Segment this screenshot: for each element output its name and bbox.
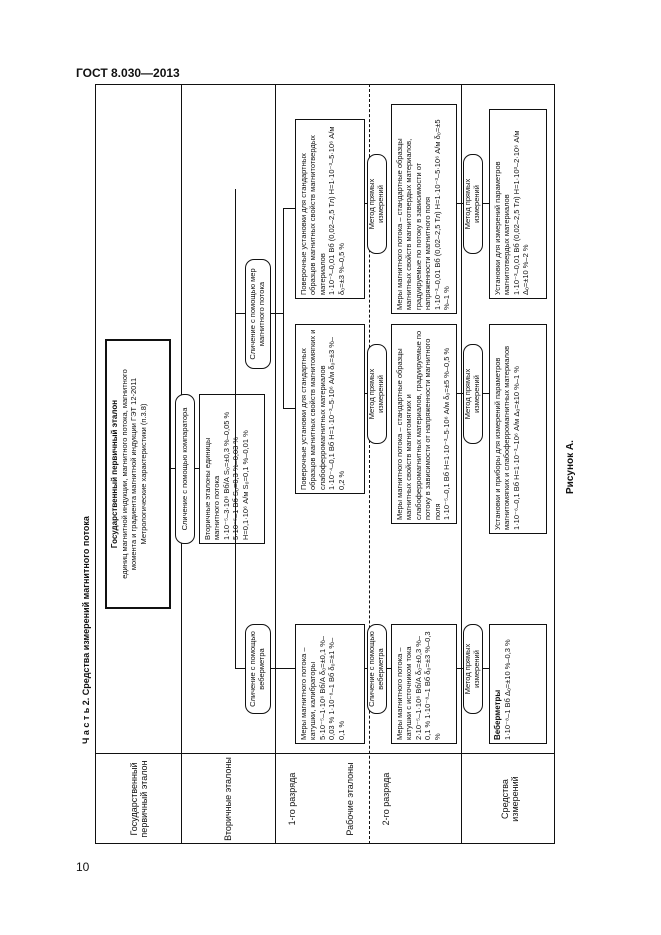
instrument-text: Установки для измерений параметров магни… — [493, 161, 512, 295]
connector-line — [457, 393, 463, 394]
connector-line — [457, 203, 463, 204]
rank1-vals: 1·10⁻³–0,01 Вб (0,02–2,5 Тл) H=1·10⁻³–5·… — [327, 126, 346, 295]
connector-line — [235, 668, 245, 669]
row-label-secondary: Вторичные эталоны — [222, 757, 233, 841]
secondary-standard-box: Вторичные эталоны единицы магнитного пот… — [199, 394, 265, 544]
connector-line — [235, 189, 236, 669]
connector-line — [283, 208, 295, 209]
compare-measures-pill: Сличение с помощью мер магнитного потока — [245, 259, 271, 369]
rank1-text: Поверочные установки для стандартных обр… — [299, 135, 327, 295]
rank2-vals: 2·10⁻⁵–1·10⁶ Вб/А δ₀=±0,3 %–0,1 % 1·10⁻⁸… — [413, 631, 442, 740]
compare-weber-pill: Сличение с помощью веберметра — [245, 624, 271, 714]
row-divider — [275, 84, 276, 844]
instrument-text: Установки и приборы для измерений параме… — [493, 345, 512, 530]
connector-line — [235, 313, 245, 314]
connector-line — [365, 393, 367, 394]
direct-method-pill: Метод прямых измерений — [463, 624, 483, 714]
rank1-box: Поверочные установки для стандартных обр… — [295, 119, 365, 299]
connector-line — [483, 668, 489, 669]
instrument-box: Веберметры 1·10⁻⁸–1 Вб Δₒ=±10 %–0,3 % — [489, 624, 547, 744]
comparator-pill: Сличение с помощью компаратора — [175, 394, 195, 544]
page-number: 10 — [76, 860, 90, 874]
connector-line — [365, 203, 367, 204]
connector-line — [457, 668, 463, 669]
direct-method-pill: Метод прямых измерений — [367, 154, 387, 254]
instrument-box: Установки для измерений параметров магни… — [489, 109, 547, 299]
row-label-working: Рабочие эталоны — [344, 762, 355, 836]
secondary-line: 1·10⁻⁵–3·10⁶ Вб/А S₀=±0,3 %–0,05 % — [221, 411, 231, 540]
instrument-text: Веберметры — [493, 689, 502, 740]
diagram-frame: Ч а с т ь 2. Средства измерений магнитно… — [81, 84, 576, 844]
secondary-line: H=0,1·10⁶ А/м S₀=0,1 %–0,01 % — [240, 430, 250, 540]
compare-weber-pill: Сличение с помощью веберметра — [367, 624, 387, 714]
rank1-text: Меры магнитного потока – катушки, калибр… — [299, 647, 318, 740]
connector-line — [271, 668, 295, 669]
primary-standard-line: единиц магнитной индукции, магнитного по… — [120, 369, 129, 579]
connector-line — [365, 668, 367, 669]
primary-standard-line: Метрологические характеристики (п.3.8) — [138, 403, 148, 545]
rank2-text: Меры магнитного потока – стандартные обр… — [395, 330, 442, 520]
connector-line — [271, 313, 283, 314]
figure-caption: Рисунок А. — [565, 440, 576, 494]
row-divider — [461, 84, 462, 844]
primary-standard-line: момента и градиента магнитной индукции Г… — [129, 377, 139, 571]
primary-standard-box: Государственный первичный эталон единиц … — [105, 339, 171, 609]
primary-standard-title: Государственный первичный эталон — [110, 399, 119, 549]
instrument-vals: 1·10⁻⁶–0,1 Вб H=1·10⁻³–10⁶ А/м Δₒ=±10 %–… — [511, 366, 521, 530]
rank2-box: Меры магнитного потока – катушки с источ… — [391, 624, 457, 744]
row-label-primary: Государственный первичный эталон — [128, 760, 149, 838]
rank2-box: Меры магнитного потока – стандартные обр… — [391, 104, 457, 314]
direct-method-pill: Метод прямых измерений — [367, 344, 387, 444]
rank2-text: Меры магнитного потока – катушки с источ… — [395, 646, 414, 740]
rank1-text: Поверочные установки для стандартных обр… — [299, 329, 327, 490]
row-label-instruments: Средства измерений — [499, 776, 520, 822]
row-label-rank2: 2-го разряда — [380, 772, 391, 826]
part-title: Ч а с т ь 2. Средства измерений магнитно… — [81, 516, 91, 744]
connector-line — [387, 668, 391, 669]
row-label-rank1: 1-го разряда — [286, 772, 297, 826]
rank1-box: Меры магнитного потока – катушки, калибр… — [295, 624, 365, 744]
instrument-box: Установки и приборы для измерений параме… — [489, 324, 547, 534]
rank2-vals: 1·10⁻³–0,01 Вб (0,02–2,5 Тл) H=1·10⁻³–5·… — [432, 119, 451, 310]
rank2-box: Меры магнитного потока – стандартные обр… — [391, 324, 457, 524]
instrument-vals: 1·10⁻⁸–1 Вб Δₒ=±10 %–0,3 % — [503, 639, 512, 740]
rotated-diagram: Ч а с т ь 2. Средства измерений магнитно… — [81, 84, 576, 844]
connector-line — [195, 468, 199, 469]
connector-line — [283, 209, 284, 409]
rank2-vals: 1·10⁻⁵–0,1 Вб H=1·10⁻³–5·10⁶ А/м δ₀=±5 %… — [441, 347, 451, 520]
rank1-vals: 5·10⁻⁵–1·10⁶ Вб/А δ₀=±0,1 %–0,03 % 1·10⁻… — [317, 635, 346, 740]
connector-line — [171, 468, 175, 469]
connector-line — [283, 408, 295, 409]
document-header: ГОСТ 8.030—2013 — [76, 66, 180, 80]
direct-method-pill: Метод прямых измерений — [463, 154, 483, 254]
instrument-vals: 1·10⁻³–0,01 Вб (0,02–2,5 Тл) H=1·10³–2·1… — [511, 130, 531, 295]
rank1-vals: 1·10⁻⁴–0,1 Вб H=1·10⁻³–5·10⁶ А/м δ₀=±3 %… — [327, 336, 346, 490]
connector-line — [483, 393, 489, 394]
direct-method-pill: Метод прямых измерений — [463, 344, 483, 444]
row-label-separator — [95, 753, 555, 754]
connector-line — [483, 203, 489, 204]
rank2-text: Меры магнитного потока – стандартные обр… — [395, 138, 433, 310]
rank1-box: Поверочные установки для стандартных обр… — [295, 324, 365, 494]
secondary-title: Вторичные эталоны единицы магнитного пот… — [203, 437, 222, 540]
